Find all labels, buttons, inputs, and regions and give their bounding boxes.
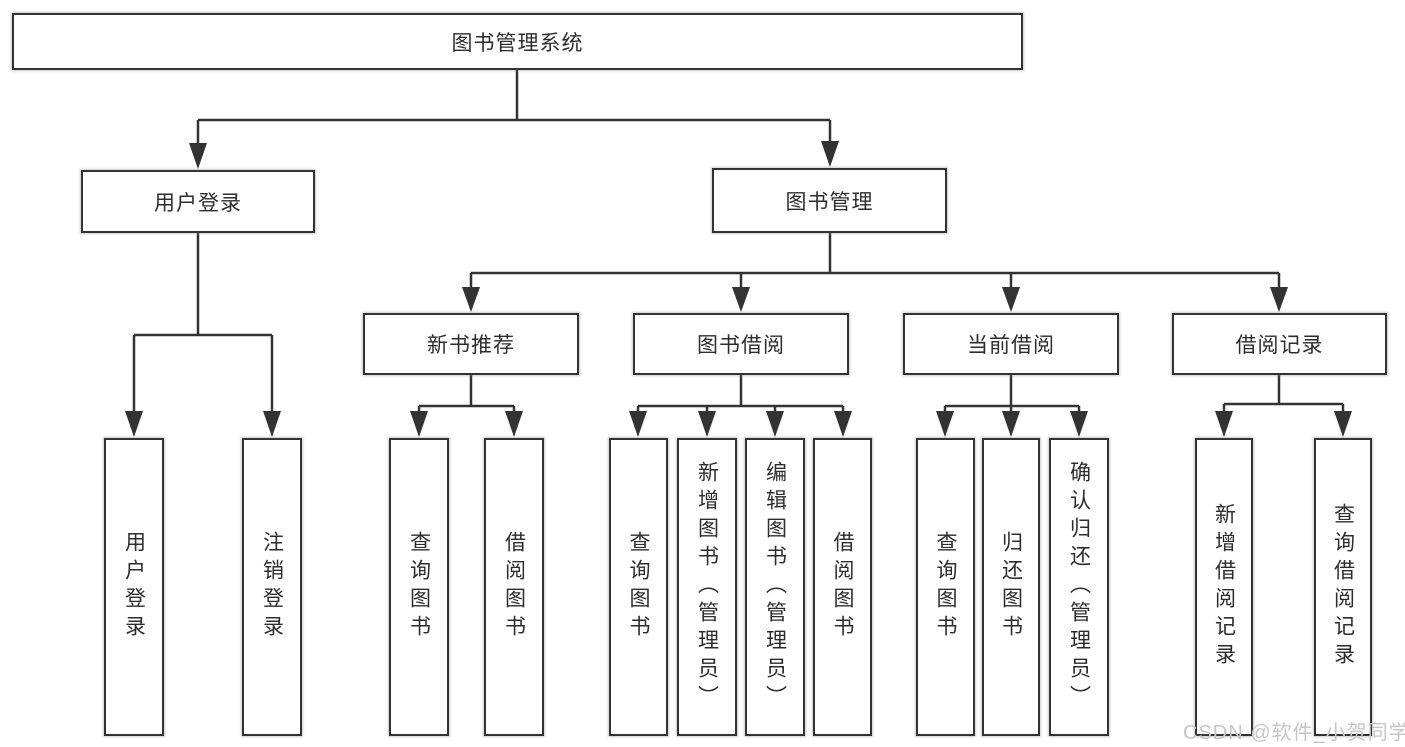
arrow-icon	[834, 411, 852, 437]
node-root-system: 图书管理系统	[12, 13, 1023, 70]
arrow-icon	[766, 411, 784, 437]
arrow-icon	[125, 411, 143, 437]
node-label: 借阅图书	[831, 531, 854, 643]
arrow-icon	[936, 411, 954, 437]
node-label: 图书管理系统	[451, 31, 584, 55]
leaf-add-book-admin: 新增图书（管理员）	[677, 438, 737, 736]
arrow-icon	[1070, 411, 1088, 437]
leaf-user-login: 用户登录	[104, 438, 164, 736]
leaf-edit-book-admin: 编辑图书（管理员）	[745, 438, 805, 736]
arrow-icon	[1215, 411, 1233, 437]
node-label: 查询图书	[627, 531, 650, 643]
leaf-return-book: 归还图书	[982, 438, 1040, 736]
leaf-borrow-books-borrowing: 借阅图书	[813, 438, 872, 736]
leaf-borrow-books-recommend: 借阅图书	[484, 438, 544, 736]
leaf-query-borrow-record: 查询借阅记录	[1314, 438, 1372, 736]
arrow-icon	[698, 411, 716, 437]
arrow-icon	[1270, 287, 1288, 312]
node-label: 确认归还（管理员）	[1067, 461, 1091, 713]
node-label: 编辑图书（管理员）	[763, 461, 787, 713]
node-user-login-module: 用户登录	[81, 170, 315, 233]
arrow-icon	[505, 411, 523, 437]
leaf-confirm-return-admin: 确认归还（管理员）	[1049, 438, 1109, 736]
node-label: 当前借阅	[967, 334, 1055, 357]
node-new-book-recommend: 新书推荐	[363, 313, 579, 375]
node-label: 借阅图书	[502, 531, 526, 643]
node-label: 注销登录	[260, 531, 284, 643]
arrow-icon	[410, 411, 428, 437]
node-book-borrowing: 图书借阅	[633, 313, 849, 375]
leaf-query-books-borrowing: 查询图书	[609, 438, 668, 736]
node-label: 归还图书	[999, 531, 1023, 643]
leaf-query-books-recommend: 查询图书	[389, 438, 449, 736]
csdn-watermark: CSDN @软件_小贺同学	[1183, 722, 1405, 744]
node-label: 图书借阅	[697, 334, 785, 357]
arrow-icon	[1002, 411, 1020, 437]
leaf-logout: 注销登录	[242, 438, 302, 736]
arrow-icon	[462, 287, 480, 312]
leaf-add-borrow-record: 新增借阅记录	[1195, 438, 1253, 736]
leaf-query-books-current: 查询图书	[916, 438, 975, 736]
node-label: 查询图书	[934, 531, 957, 643]
arrow-icon	[263, 411, 281, 437]
node-label: 图书管理	[785, 190, 874, 214]
arrow-icon	[821, 141, 839, 167]
arrow-icon	[629, 411, 647, 437]
node-current-borrowing: 当前借阅	[903, 313, 1119, 375]
node-label: 查询借阅记录	[1331, 503, 1355, 671]
node-borrowing-records: 借阅记录	[1172, 313, 1387, 375]
node-label: 新增借阅记录	[1212, 503, 1236, 671]
node-label: 借阅记录	[1235, 334, 1324, 357]
node-book-management-module: 图书管理	[712, 168, 947, 233]
node-label: 新增图书（管理员）	[695, 461, 719, 713]
node-label: 查询图书	[407, 531, 431, 643]
arrow-icon	[732, 287, 750, 312]
node-label: 用户登录	[154, 191, 242, 215]
node-label: 新书推荐	[427, 334, 515, 357]
arrow-icon	[189, 143, 207, 169]
node-label: 用户登录	[122, 531, 146, 643]
arrow-icon	[1334, 411, 1352, 437]
arrow-icon	[1002, 287, 1020, 312]
